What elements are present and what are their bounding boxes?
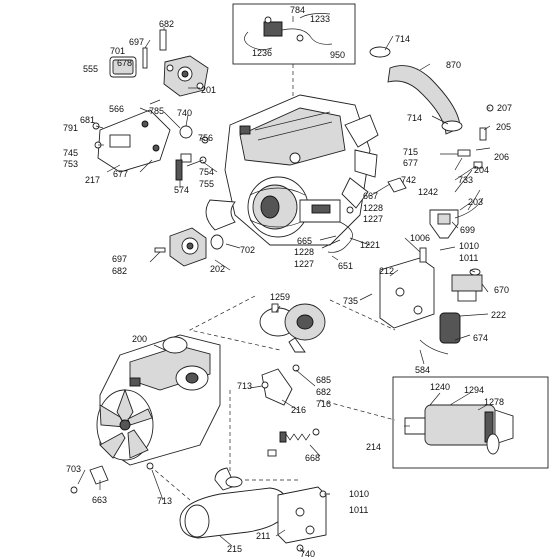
- label-1259: 1259: [270, 292, 290, 302]
- label-217: 217: [85, 175, 100, 185]
- label-681: 681: [80, 115, 95, 125]
- label-697: 697: [129, 37, 144, 47]
- label-206: 206: [494, 152, 509, 162]
- muffler-215: [179, 467, 289, 539]
- label-753: 753: [63, 159, 78, 169]
- label-670: 670: [494, 285, 509, 295]
- label-677-b: 677: [403, 158, 418, 168]
- hydraulic-pump-201: [163, 55, 209, 97]
- label-701: 701: [110, 46, 125, 56]
- label-1227-b: 1227: [294, 259, 314, 269]
- pump-202: [154, 227, 224, 267]
- label-713: 713: [237, 381, 252, 391]
- label-1221: 1221: [360, 240, 380, 250]
- label-207: 207: [497, 103, 512, 113]
- solenoid-555: [109, 56, 137, 78]
- bracket-211: [277, 486, 327, 552]
- label-663: 663: [92, 495, 107, 505]
- label-1227: 1227: [363, 214, 383, 224]
- label-742: 742: [401, 175, 416, 185]
- label-715: 715: [403, 147, 418, 157]
- label-702: 702: [240, 245, 255, 255]
- label-665: 665: [297, 236, 312, 246]
- label-1278: 1278: [484, 397, 504, 407]
- label-204: 204: [474, 165, 489, 175]
- label-735: 735: [343, 296, 358, 306]
- inset-box-air-cleaner: [392, 376, 549, 469]
- label-674: 674: [473, 333, 488, 343]
- water-separator-222: [419, 268, 483, 355]
- label-214: 214: [366, 442, 381, 452]
- label-1294: 1294: [464, 385, 484, 395]
- label-740: 740: [177, 108, 192, 118]
- bracket-212: [379, 247, 435, 329]
- label-200: 200: [132, 334, 147, 344]
- label-756: 756: [198, 133, 213, 143]
- label-685: 685: [316, 375, 331, 385]
- label-216: 216: [291, 405, 306, 415]
- leader-lines: [77, 16, 491, 554]
- label-1011: 1011: [459, 253, 478, 263]
- label-202: 202: [210, 264, 225, 274]
- label-785: 785: [149, 106, 164, 116]
- label-1010-b: 1010: [349, 489, 369, 499]
- label-784: 784: [290, 5, 305, 15]
- label-1228-b: 1228: [294, 247, 314, 257]
- label-682-b: 682: [112, 266, 127, 276]
- spring-668: [267, 428, 320, 457]
- label-950: 950: [330, 50, 345, 60]
- label-1233: 1233: [310, 14, 330, 24]
- label-714: 714: [395, 34, 410, 44]
- label-566: 566: [109, 104, 124, 114]
- label-205: 205: [496, 122, 511, 132]
- label-870: 870: [446, 60, 461, 70]
- turbo-1259: [259, 303, 326, 353]
- label-682-c: 682: [316, 387, 331, 397]
- engine-lower-assembly-200: [96, 334, 221, 466]
- label-716: 716: [316, 399, 331, 409]
- gasket-667: [327, 177, 407, 253]
- label-1240: 1240: [430, 382, 450, 392]
- label-1242: 1242: [418, 187, 438, 197]
- label-714-b: 714: [407, 113, 422, 123]
- label-1011-b: 1011: [349, 505, 368, 515]
- label-677: 677: [113, 169, 128, 179]
- engine-top-assembly: [205, 94, 379, 246]
- label-668: 668: [305, 453, 320, 463]
- inset-box-hose-detail: [232, 3, 356, 65]
- label-667: 667: [363, 191, 378, 201]
- label-703: 703: [66, 464, 81, 474]
- part-number-labels: 682 697 701 678 555 566 681 791 745 753 …: [63, 5, 512, 559]
- label-584: 584: [415, 365, 430, 375]
- fuel-filter-203: [429, 104, 494, 239]
- label-754: 754: [199, 167, 214, 177]
- bracket-663: [70, 462, 154, 494]
- label-203: 203: [468, 197, 483, 207]
- label-740-b: 740: [300, 549, 315, 559]
- label-1236: 1236: [252, 48, 272, 58]
- label-1006: 1006: [410, 233, 430, 243]
- label-733: 733: [458, 175, 473, 185]
- label-211: 211: [256, 531, 270, 541]
- bracket-216: [261, 364, 300, 406]
- label-678: 678: [117, 58, 132, 68]
- label-1228: 1228: [363, 203, 383, 213]
- label-555: 555: [83, 64, 98, 74]
- label-201: 201: [201, 85, 216, 95]
- bracket-566: [97, 109, 171, 173]
- label-791: 791: [63, 123, 78, 133]
- label-697-b: 697: [112, 254, 127, 264]
- label-574: 574: [174, 185, 189, 195]
- label-1010: 1010: [459, 241, 479, 251]
- label-212: 212: [379, 266, 394, 276]
- label-713-b: 713: [157, 496, 172, 506]
- label-699: 699: [460, 225, 475, 235]
- label-745: 745: [63, 148, 78, 158]
- label-755: 755: [199, 179, 214, 189]
- label-215: 215: [227, 544, 242, 554]
- label-222: 222: [491, 310, 506, 320]
- label-682: 682: [159, 19, 174, 29]
- label-651: 651: [338, 261, 353, 271]
